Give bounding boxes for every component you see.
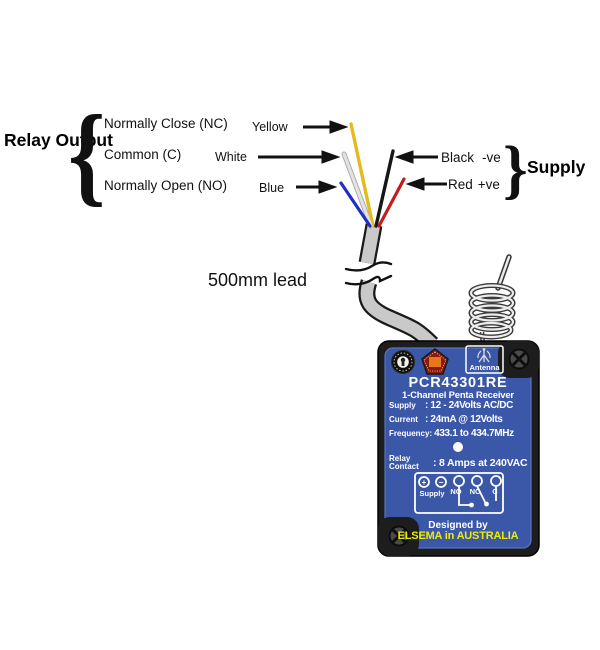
wire-color-label-blue: Blue [259,181,285,195]
antenna-icon [482,348,486,351]
wire-yellow [349,122,375,228]
spec-label-frequency: Frequency: [389,429,433,438]
spec-row-current: Current : 24mA @ 12Volts [389,414,503,425]
terminal-plus [418,476,430,488]
relay-output-brace: { [68,93,106,217]
supply-arrows [394,150,447,191]
wire-fan [339,122,406,229]
wire-red [377,177,406,228]
device-subtitle: 1-Channel Penta Receiver [402,390,514,401]
antenna-label-box: Antenna [465,345,504,374]
arrow-red [405,177,425,191]
antenna-label: Antenna [470,363,501,372]
supply-wire-black-polarity: -ve [482,150,501,165]
round-badge-logo [391,350,415,374]
terminal-plus-label: + [422,478,427,487]
terminal-labels: + − Supply NO NC C [419,478,498,498]
spec-value-supply: : 12 - 24Volts AC/DC [425,400,514,411]
supply-wire-red: Red +ve [448,177,500,192]
terminal-block [414,472,504,514]
wire-color-label-white: White [215,150,247,164]
pentagon-badge-logo [421,348,449,375]
relay-contact-value: : 8 Amps at 240VAC [433,457,528,469]
spec-row-frequency: Frequency: 433.1 to 434.7MHz [389,428,514,439]
lead-length-label: 500mm lead [208,270,308,290]
terminal-minus-label: − [439,478,444,487]
relay-contact-label: Relay Contact [389,454,419,471]
arrow-white [321,150,341,164]
footer-elsema: ELSEMA in AUSTRALIA [397,530,519,542]
terminal-supply-label: Supply [419,489,445,498]
relay-switch-arm [476,485,487,505]
terminal-no-label: NO [450,487,461,496]
spec-value-frequency: 433.1 to 434.7MHz [434,428,514,439]
footer-designed-by: Designed by [428,520,488,531]
arrow-black [394,150,414,164]
spec-label-current: Current [389,415,418,424]
arrow-yellow [329,120,349,134]
wire-white [342,152,373,228]
supply-wire-red-polarity: +ve [477,177,500,192]
contact-label-no: Normally Open (NO) [104,178,228,193]
cable-break-mark-bottom [344,274,393,286]
cable-break-mark-top [344,261,393,272]
terminal-c-label: C [492,487,498,496]
terminal-minus [435,476,447,488]
supply-brace: } [503,133,528,206]
contact-label-nc: Normally Close (NC) [104,116,228,131]
led-indicator [453,442,463,452]
spec-value-current: : 24mA @ 12Volts [425,414,503,425]
wire-color-label-yellow: Yellow [252,120,288,134]
relay-line-no [458,486,470,506]
spec-label-supply: Supply [389,401,416,410]
supply-title: Supply [527,157,586,177]
wire-black [374,149,395,228]
contact-label-common: Common (C) [104,147,182,162]
lead-cable [344,223,439,351]
supply-wire-red-name: Red [448,177,473,192]
supply-wire-black: Black -ve [441,150,501,165]
spec-row-supply: Supply : 12 - 24Volts AC/DC [389,400,513,411]
screw-top-right [508,348,530,370]
wire-blue [339,181,372,228]
device-model: PCR43301RE [408,375,508,391]
antenna-coil [468,254,516,347]
terminal-nc-label: NC [470,487,481,496]
supply-wire-black-name: Black [441,150,475,165]
relay-output-arrows [258,120,349,194]
receiver-box: Antenna + − Supply [377,340,540,557]
arrow-blue [318,180,338,194]
screw-bottom-left [388,525,410,547]
